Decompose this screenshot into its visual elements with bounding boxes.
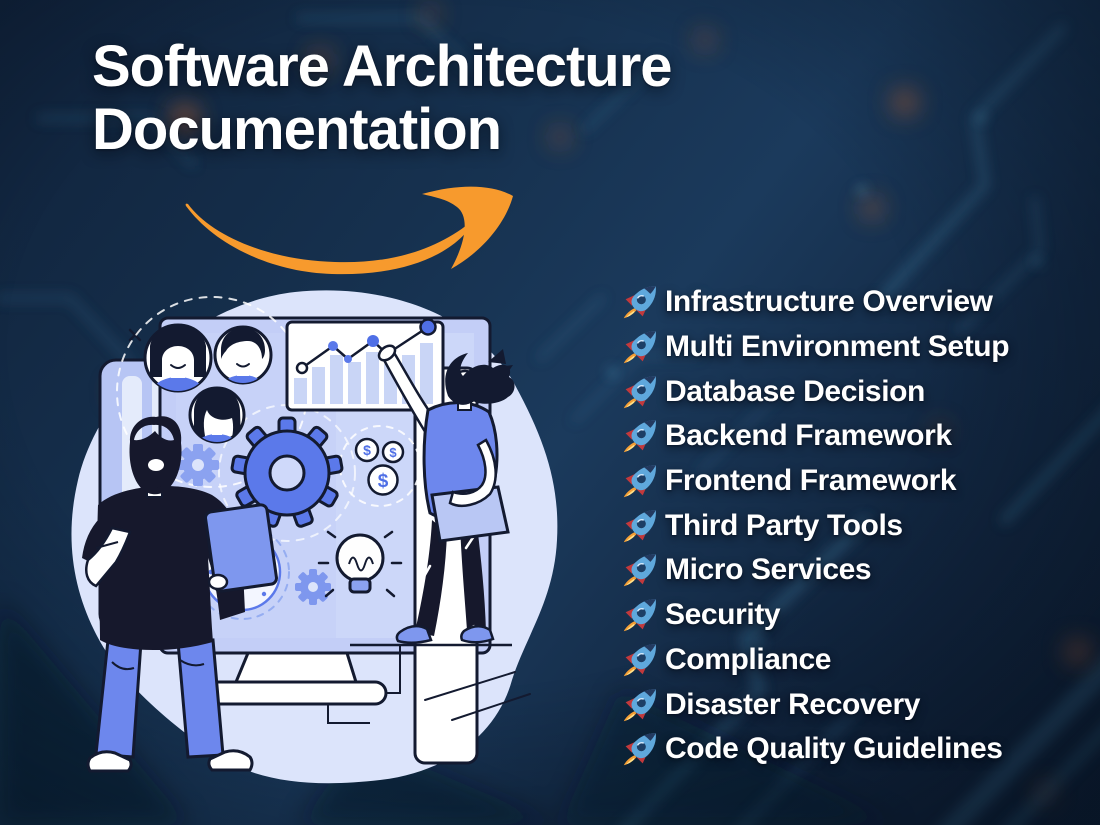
topic-label: Compliance: [665, 642, 832, 676]
avatar-woman-long-hair: [188, 386, 246, 444]
topic-item: Micro Services: [622, 548, 1009, 593]
dollar-symbol: $: [389, 445, 397, 460]
topic-label: Micro Services: [665, 553, 872, 587]
topic-label: Backend Framework: [665, 419, 952, 453]
lightbulb-icon: [317, 530, 403, 598]
rocket-icon: [622, 284, 658, 320]
topic-label: Database Decision: [665, 374, 925, 408]
rocket-icon: [622, 508, 658, 544]
topic-item: Disaster Recovery: [622, 682, 1009, 727]
smile-arrow-icon: [185, 186, 513, 275]
rocket-icon: [622, 642, 658, 678]
dollar-coins: $ $ $: [354, 437, 405, 496]
topic-item: Infrastructure Overview: [622, 280, 1009, 325]
person-right: [377, 344, 515, 644]
rocket-icon: [622, 329, 658, 365]
topic-label: Third Party Tools: [665, 508, 903, 542]
bar-chart-panel: [285, 318, 445, 412]
avatar-man: [213, 325, 273, 385]
topic-item: Database Decision: [622, 369, 1009, 414]
topic-item: Multi Environment Setup: [622, 325, 1010, 370]
rocket-icon: [622, 731, 658, 767]
gear-large: [230, 416, 344, 528]
dollar-symbol: $: [378, 471, 389, 492]
avatar-woman-bob: [143, 323, 213, 393]
team-analytics-illustration: $ $ $: [71, 290, 558, 784]
topic-item: Third Party Tools: [622, 503, 1009, 548]
rocket-icon: [622, 418, 658, 454]
topic-label: Frontend Framework: [665, 464, 957, 498]
rocket-icon: [622, 374, 658, 410]
page-title: Software Architecture Documentation: [92, 34, 673, 162]
rocket-icon: [622, 463, 658, 499]
dollar-symbol: $: [363, 442, 371, 458]
topic-label: Multi Environment Setup: [665, 330, 1010, 364]
topic-item: Compliance: [622, 638, 1009, 683]
topic-item: Security: [622, 593, 1009, 638]
gear-small-bottom: [295, 569, 331, 605]
topic-label: Security: [665, 598, 781, 632]
rocket-icon: [622, 552, 658, 588]
monitor-stand: [184, 643, 531, 724]
topic-label: Code Quality Guidelines: [665, 732, 1003, 766]
topic-item: Backend Framework: [622, 414, 1009, 459]
gear-small-left: [177, 444, 219, 486]
topic-item: Frontend Framework: [622, 459, 1009, 504]
rocket-icon: [622, 687, 658, 723]
rocket-icon: [622, 597, 658, 633]
topic-label: Disaster Recovery: [665, 687, 921, 721]
topic-label: Infrastructure Overview: [665, 285, 993, 319]
person-left: [82, 416, 278, 773]
topic-list: Infrastructure Overview Multi Environmen…: [622, 280, 1010, 772]
topic-item: Code Quality Guidelines: [622, 727, 1009, 772]
